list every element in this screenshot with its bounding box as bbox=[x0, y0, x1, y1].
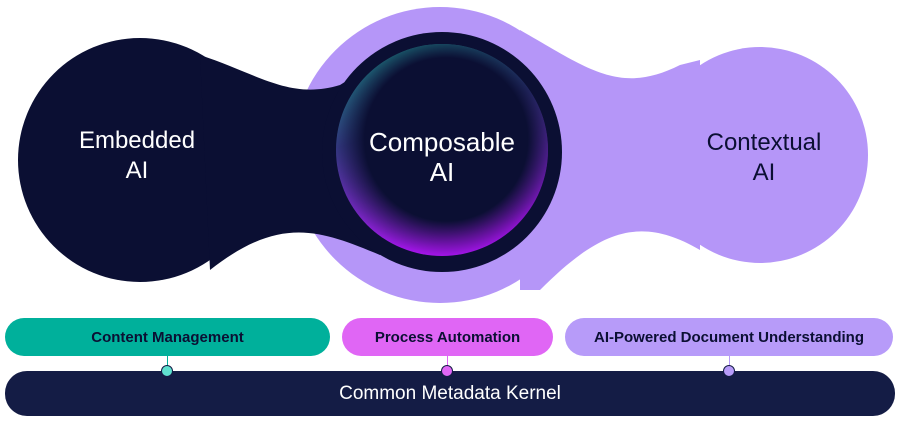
process-automation-label: Process Automation bbox=[374, 328, 521, 346]
document-understanding-pill: AI-Powered Document Understanding bbox=[565, 318, 893, 356]
content-management-label: Content Management bbox=[91, 328, 244, 346]
embedded-ai-line2: AI bbox=[125, 157, 149, 184]
connector-line bbox=[447, 356, 448, 370]
composable-ai-label: Composable AI bbox=[332, 127, 552, 187]
content-management-pill: Content Management bbox=[5, 318, 330, 356]
common-metadata-kernel-bar: Common Metadata Kernel bbox=[5, 371, 895, 416]
embedded-ai-line1: Embedded bbox=[78, 127, 196, 154]
connector-dot bbox=[723, 365, 735, 377]
connector-line bbox=[729, 356, 730, 370]
document-understanding-label: AI-Powered Document Understanding bbox=[593, 328, 865, 346]
process-automation-pill: Process Automation bbox=[342, 318, 553, 356]
kernel-label: Common Metadata Kernel bbox=[339, 382, 561, 404]
composable-ai-orb bbox=[336, 44, 548, 256]
contextual-ai-label: Contextual AI bbox=[654, 128, 874, 188]
ai-layers-diagram bbox=[18, 7, 868, 303]
contextual-ai-line1: Contextual bbox=[706, 129, 822, 156]
connector-dot bbox=[161, 365, 173, 377]
embedded-ai-label: Embedded AI bbox=[27, 126, 247, 186]
connector-dot bbox=[441, 365, 453, 377]
connector-line bbox=[167, 356, 168, 370]
contextual-ai-line2: AI bbox=[752, 159, 776, 186]
composable-ai-line1: Composable bbox=[369, 127, 515, 157]
composable-ai-line2: AI bbox=[429, 157, 455, 187]
